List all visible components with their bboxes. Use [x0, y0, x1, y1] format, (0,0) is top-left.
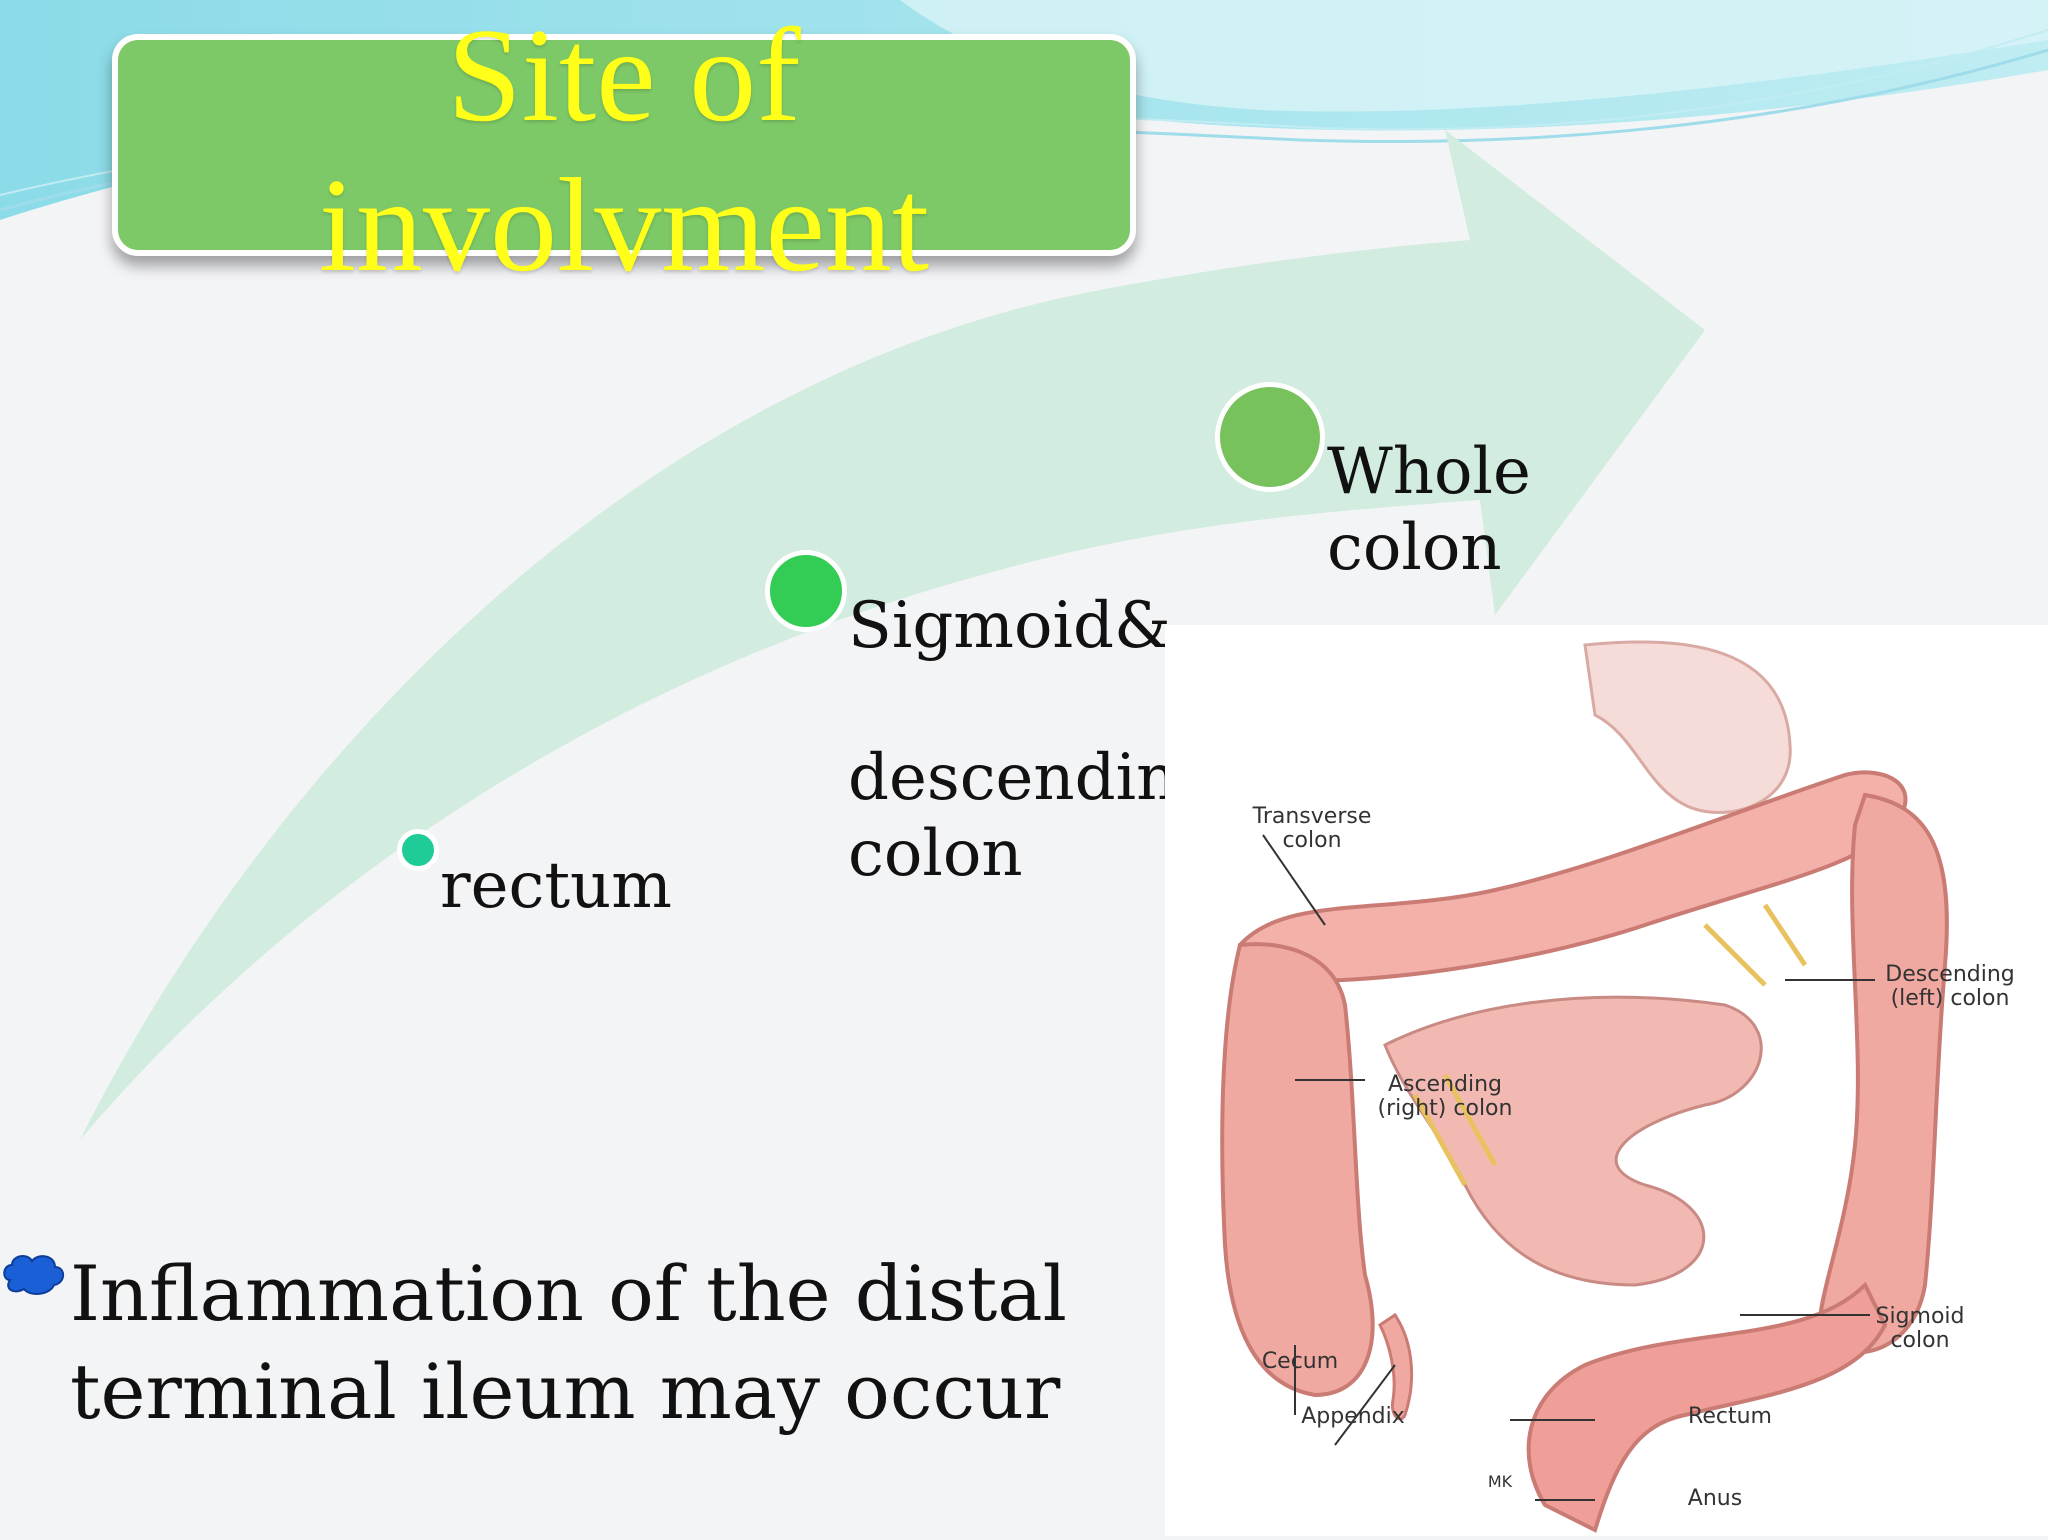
stage-label-rectum: rectum — [440, 849, 672, 923]
sigmoid-marker — [765, 550, 847, 632]
progress-arrow — [80, 130, 1705, 1140]
label-sigmoid-colon: Sigmoid colon — [1875, 1304, 1965, 1353]
label-rectum: Rectum — [1688, 1404, 1772, 1429]
label-anus: Anus — [1687, 1486, 1743, 1511]
colon-anatomy-illustration: Transverse colon Descending (left) colon… — [1165, 625, 2048, 1536]
bullet-point: Inflammation of the distal terminal ileu… — [70, 1249, 1067, 1436]
rectum-marker — [397, 829, 439, 871]
whole-colon-marker — [1215, 382, 1325, 492]
label-transverse-colon: Transverse colon — [1252, 804, 1372, 853]
colon-drawing — [1220, 640, 1949, 1533]
artist-signature: MK — [1487, 1472, 1513, 1491]
label-cecum: Cecum — [1261, 1349, 1339, 1374]
bullet-cloud-icon — [3, 1255, 65, 1295]
label-appendix: Appendix — [1301, 1404, 1405, 1429]
top-wave-light — [900, 0, 2048, 112]
stage-label-sigmoid-descending: Sigmoid& descending colon — [848, 589, 1219, 891]
stage-label-whole-colon: Whole colon — [1327, 435, 1531, 585]
slide-title: Site of involvment — [318, 1, 930, 299]
label-ascending-colon: Ascending (right) colon — [1377, 1072, 1513, 1121]
title-box: Site of involvment — [112, 1, 1136, 299]
label-descending-colon: Descending (left) colon — [1885, 962, 2015, 1011]
